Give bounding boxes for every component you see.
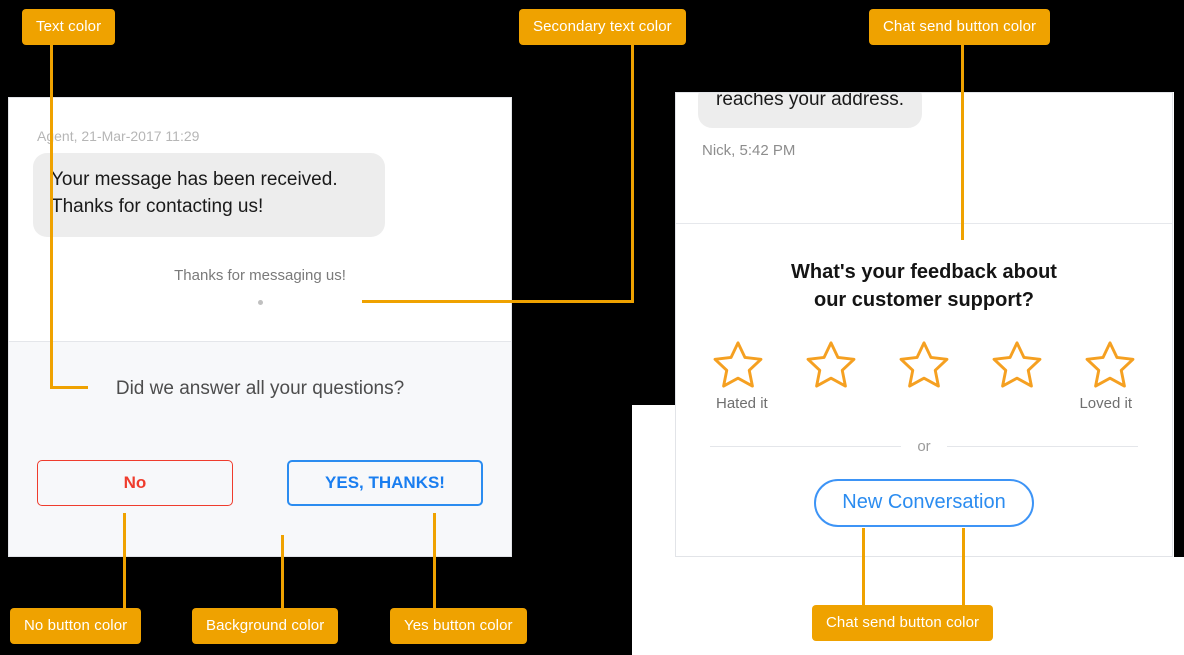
right-chat-widget: reaches your address. Nick, 5:42 PM What… xyxy=(675,92,1173,557)
divider-rule-right xyxy=(946,445,1138,447)
leader-text-color-horizontal xyxy=(50,386,88,389)
rating-labels: Hated it Loved it xyxy=(676,391,1172,412)
survey-question: Did we answer all your questions? xyxy=(115,378,405,399)
agent-message-bubble: Your message has been received. Thanks f… xyxy=(33,153,385,237)
star-icon-1[interactable] xyxy=(710,337,766,391)
callout-chat-send-button-color-bottom[interactable]: Chat send button color xyxy=(812,605,994,641)
star-icon-4[interactable] xyxy=(989,337,1045,391)
divider-rule-left xyxy=(710,445,902,447)
new-conversation-row: New Conversation xyxy=(676,455,1172,527)
feedback-prompt-line-2: our customer support? xyxy=(813,289,1034,312)
message-meta: Nick, 5:42 PM xyxy=(702,141,796,159)
right-lower-black xyxy=(1174,92,1184,557)
new-conversation-button[interactable]: New Conversation xyxy=(814,478,1034,527)
customer-message-bubble: reaches your address. xyxy=(698,93,922,128)
rating-label-low: Hated it xyxy=(716,394,768,412)
yes-thanks-button[interactable]: YES, THANKS! xyxy=(287,460,483,506)
leader-no-button-vertical xyxy=(123,513,126,609)
or-divider: or xyxy=(676,412,1172,455)
left-action-panel: Did we answer all your questions? No YES… xyxy=(9,341,511,556)
leader-send-color-top-vertical xyxy=(961,42,964,240)
leader-secondary-text-horizontal xyxy=(362,300,634,303)
leader-yes-button-vertical xyxy=(433,513,436,609)
leader-text-color-vertical xyxy=(50,42,53,388)
star-icon-5[interactable] xyxy=(1082,337,1138,391)
message-meta: Agent, 21-Mar-2017 11:29 xyxy=(37,128,200,144)
callout-yes-button-color[interactable]: Yes button color xyxy=(390,608,527,644)
left-chat-widget: Agent, 21-Mar-2017 11:29 Your message ha… xyxy=(8,97,512,557)
or-label: or xyxy=(917,437,931,455)
callout-text-color[interactable]: Text color xyxy=(22,9,116,45)
rating-label-high: Loved it xyxy=(1079,394,1132,412)
callout-secondary-text-color[interactable]: Secondary text color xyxy=(519,9,686,45)
messaging-note: Thanks for messaging us! xyxy=(174,266,346,284)
star-icon-2[interactable] xyxy=(803,337,859,391)
star-icon-3[interactable] xyxy=(896,337,952,391)
feedback-prompt: What's your feedback about our customer … xyxy=(676,224,1172,315)
callout-chat-send-button-color-top[interactable]: Chat send button color xyxy=(869,9,1051,45)
pagination-dot-icon xyxy=(257,299,263,305)
leader-background-vertical xyxy=(281,535,284,609)
right-transcript: reaches your address. Nick, 5:42 PM xyxy=(676,93,1172,223)
feedback-panel: What's your feedback about our customer … xyxy=(676,223,1172,556)
callout-no-button-color[interactable]: No button color xyxy=(10,608,142,644)
right-gutter-black xyxy=(632,92,675,405)
left-transcript: Agent, 21-Mar-2017 11:29 Your message ha… xyxy=(9,98,511,341)
survey-actions: No YES, THANKS! xyxy=(9,460,511,506)
no-button[interactable]: No xyxy=(37,460,233,506)
callout-background-color[interactable]: Background color xyxy=(192,608,339,644)
leader-send-color-bottom-left xyxy=(862,528,865,606)
star-rating[interactable] xyxy=(676,315,1172,391)
feedback-prompt-line-1: What's your feedback about xyxy=(791,261,1057,283)
leader-send-color-bottom-right xyxy=(962,528,965,606)
leader-secondary-text-vertical xyxy=(631,42,634,303)
